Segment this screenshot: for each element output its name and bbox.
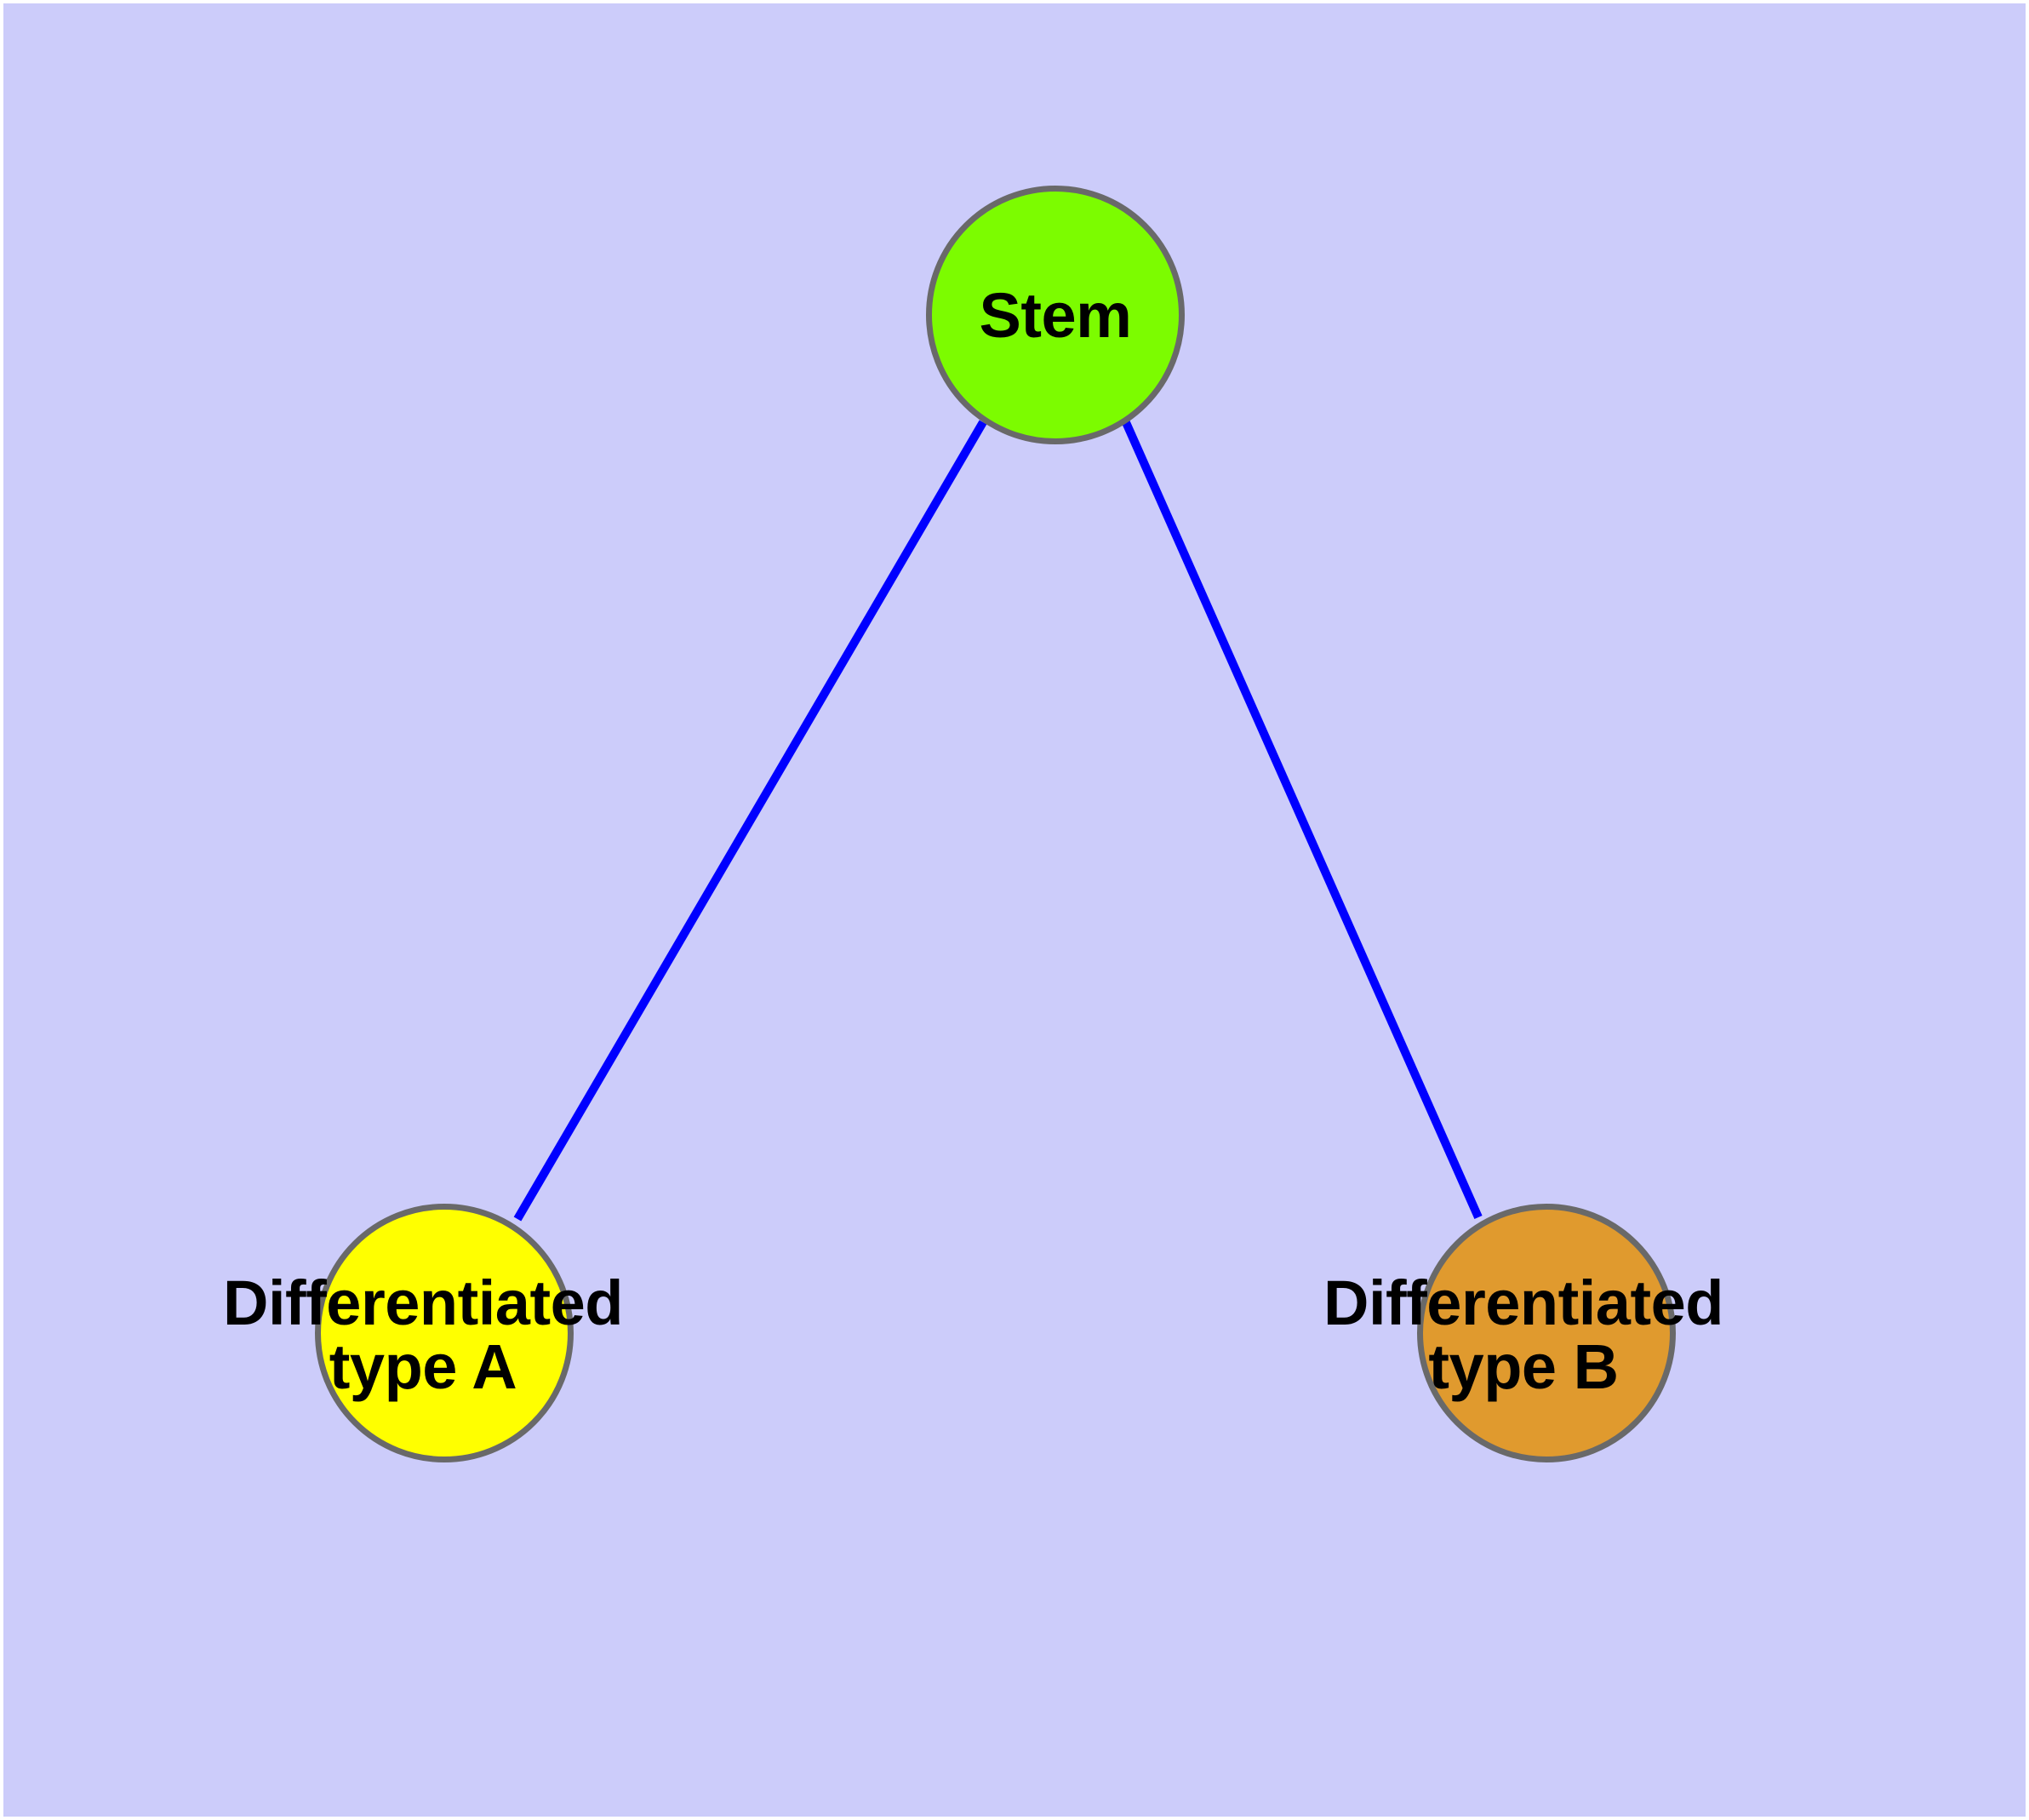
graph-node-diff_a[interactable]	[315, 1204, 574, 1462]
graph-node-diff_b[interactable]	[1417, 1204, 1676, 1462]
graph-node-stem[interactable]	[926, 186, 1185, 444]
